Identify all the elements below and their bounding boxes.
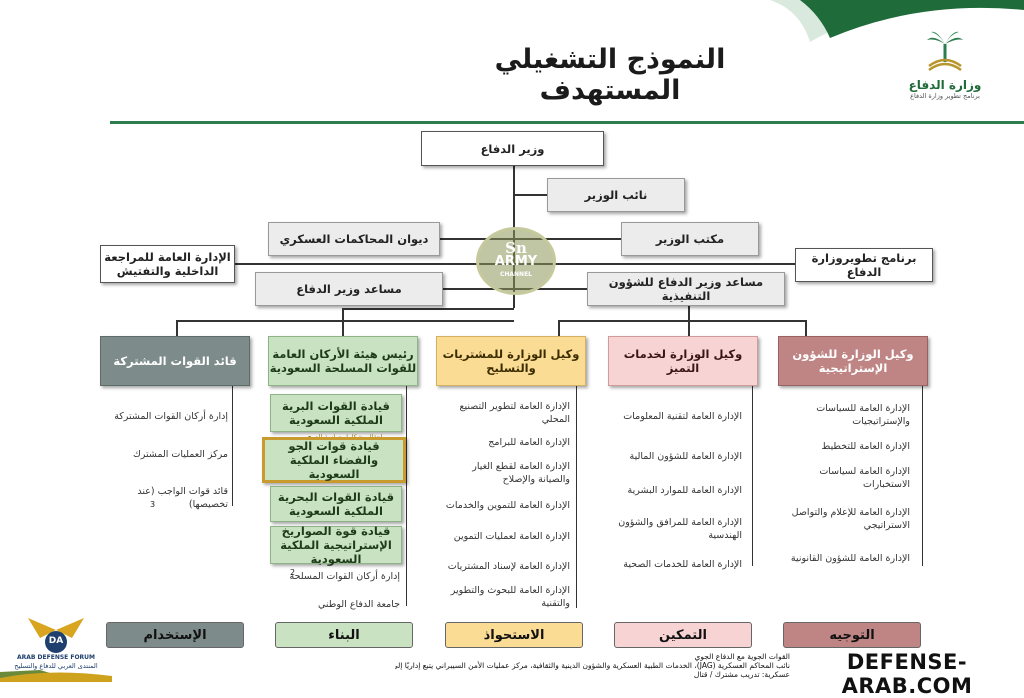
procurement-item: الإدارة العامة لتطوير التصنيع المحلي — [459, 401, 570, 425]
services-item: الإدارة العامة لتقنية المعلومات — [623, 411, 742, 422]
strategic-missile-box[interactable]: قيادة قوة الصواريخ الإستراتيجية الملكية … — [270, 524, 402, 566]
footnote-mark: 2 — [290, 568, 296, 577]
connector — [513, 194, 547, 196]
page-title: النموذج التشغيلي المستهدف — [494, 44, 726, 106]
ministry-logo: وزارة الدفاع برنامج تطوير وزارة الدفاع — [905, 30, 985, 110]
services-item: الإدارة العامة للموارد البشرية — [627, 485, 743, 496]
deputy-minister-box[interactable]: نائب الوزير — [547, 178, 685, 212]
staff-item: إدارة أركان القوات المسلحة — [289, 571, 400, 582]
connector — [576, 386, 577, 608]
connector — [558, 320, 806, 322]
procurement-header[interactable]: وكيل الوزارة للمشتريات والتسليح — [436, 336, 586, 386]
watermark-line2: ARMY — [494, 253, 538, 269]
header-green-band — [770, 0, 1024, 42]
minister-box[interactable]: وزير الدفاع — [421, 131, 604, 166]
procurement-item: الإدارة العامة للتموين والخدمات — [445, 500, 570, 511]
header-rule — [110, 121, 1024, 124]
connector — [688, 305, 690, 320]
excellence-services-header[interactable]: وكيل الوزارة لخدمات التميز — [608, 336, 758, 386]
forum-logo: DA ARAB DEFENSE FORUM المنتدى العربي للد… — [0, 616, 112, 682]
connector — [232, 386, 233, 506]
procurement-item: الإدارة العامة لقطع الغيار والصيانة والإ… — [472, 461, 570, 485]
strategy-item: الإدارة العامة للتخطيط — [821, 441, 910, 452]
services-item: الإدارة العامة للخدمات الصحية — [623, 559, 742, 570]
connector — [176, 320, 178, 336]
procurement-item: الإدارة العامة للبحوث والتطوير والتقنية — [450, 585, 570, 609]
air-forces-box[interactable]: قيادة قوات الجو والفضاء الملكية السعودية — [262, 437, 406, 483]
procurement-item: الإدارة العامة لإسناد المشتريات — [447, 561, 570, 572]
connector — [688, 320, 690, 336]
joint-item: مركز العمليات المشترك — [132, 449, 228, 460]
development-program-box[interactable]: برنامج تطويروزارة الدفاع — [795, 248, 933, 282]
watermark-line3: CHANNEL — [499, 270, 533, 278]
forum-short: DA — [48, 636, 64, 646]
forum-name: ARAB DEFENSE FORUM — [16, 654, 96, 661]
connector — [922, 386, 923, 566]
assistant-minister-box[interactable]: مساعد وزير الدفاع — [255, 272, 443, 306]
ministry-name: وزارة الدفاع — [908, 78, 982, 92]
site-watermark: DEFENSE-ARAB.COM — [841, 650, 973, 698]
connector — [176, 320, 514, 322]
strategy-item: الإدارة العامة للشؤون القانونية — [790, 553, 910, 564]
exec-assistant-box[interactable]: مساعد وزير الدفاع للشؤون التنفيذية — [587, 272, 785, 306]
direct-bar: التوجيه — [783, 622, 921, 648]
acquire-bar: الاستحواذ — [445, 622, 583, 648]
connector — [406, 386, 407, 606]
forum-name-arabic: المنتدى العربي للدفاع والتسليح — [14, 662, 98, 670]
connector — [805, 320, 807, 336]
program-name: برنامج تطوير وزارة الدفاع — [910, 92, 980, 100]
watermark-line1: Sn — [505, 238, 527, 257]
connector — [342, 308, 344, 336]
army-channel-watermark: Sn ARMY CHANNEL — [476, 227, 556, 295]
connector — [342, 308, 514, 310]
joint-item: إدارة أركان القوات المشتركة — [114, 411, 228, 422]
minister-office-box[interactable]: مكتب الوزير — [621, 222, 759, 256]
connector — [513, 238, 621, 240]
procurement-item: الإدارة العامة للبرامج — [488, 437, 570, 448]
connector — [752, 386, 753, 566]
procurement-item: الإدارة العامة لعمليات التموين — [453, 531, 570, 542]
chief-of-staff-header[interactable]: رئيس هيئة الأركان العامة للقوات المسلحة … — [268, 336, 418, 386]
staff-item: جامعة الدفاع الوطني — [318, 599, 400, 610]
joint-item: قائد قوات الواجب (عند تخصيصها) — [137, 486, 228, 510]
connector — [558, 320, 560, 336]
enable-bar: التمكين — [614, 622, 752, 648]
footnote-mark: 3 — [150, 500, 156, 509]
strategy-item: الإدارة العامة للإعلام والتواصل الاسترات… — [791, 507, 910, 531]
audit-box[interactable]: الإدارة العامة للمراجعة الداخلية والتفتي… — [100, 245, 235, 283]
joint-forces-header[interactable]: قائد القوات المشتركة — [100, 336, 250, 386]
services-item: الإدارة العامة للشؤون المالية — [629, 451, 742, 462]
footnote-1: القوات الجوية مع الدفاع الجوي — [694, 652, 790, 661]
services-item: الإدارة العامة للمرافق والشؤون الهندسية — [618, 517, 742, 541]
strategy-item: الإدارة العامة لسياسات الاستخبارات — [819, 466, 910, 490]
footnote-2: نائب المحاكم العسكرية (JAG)، الخدمات الط… — [395, 661, 790, 670]
palm-swords-icon — [927, 31, 963, 72]
military-court-box[interactable]: ديوان المحاكمات العسكري — [268, 222, 440, 256]
navy-box[interactable]: قيادة القوات البحرية الملكية السعودية — [270, 486, 402, 522]
use-bar: الإستخدام — [106, 622, 244, 648]
footnote-3: عسكرية: تدريب مشترك / قتال — [693, 670, 790, 679]
strategic-affairs-header[interactable]: وكيل الوزارة للشؤون الإستراتيجية — [778, 336, 928, 386]
strategy-item: الإدارة العامة للسياسات والإستراتيجيات — [816, 403, 910, 427]
build-bar: البناء — [275, 622, 413, 648]
connector — [440, 238, 514, 240]
land-forces-box[interactable]: قيادة القوات البرية الملكية السعودية — [270, 394, 402, 432]
eagle-emblem-icon — [0, 618, 112, 682]
